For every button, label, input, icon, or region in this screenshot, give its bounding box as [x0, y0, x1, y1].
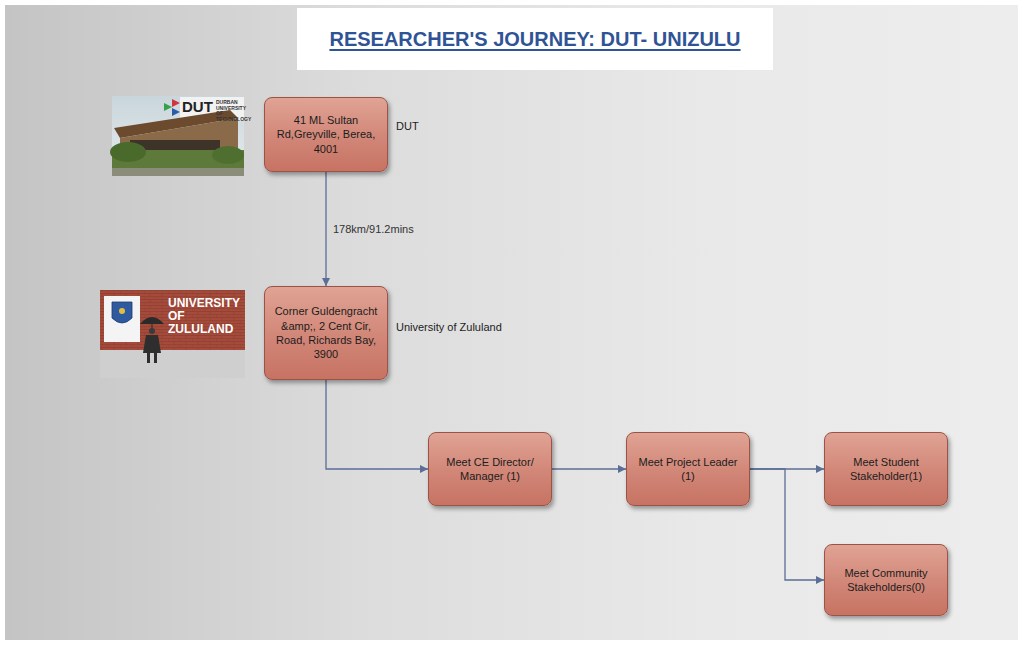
process-box: Meet Project Leader (1)	[626, 432, 750, 506]
process-box: Meet Community Stakeholders(0)	[824, 544, 948, 616]
node-text: 41 ML Sultan Rd,Greyville, Berea, 4001	[271, 113, 381, 156]
logo-text: DUT	[182, 99, 213, 116]
title-box: RESEARCHER'S JOURNEY: DUT- UNIZULU	[297, 8, 773, 70]
flow-arrow	[325, 172, 326, 286]
process-box: Meet Student Stakeholder(1)	[824, 432, 948, 506]
flow-arrow	[326, 380, 428, 469]
place-name: DUT	[396, 120, 419, 132]
node-text: Meet CE Director/ Manager (1)	[435, 455, 545, 484]
place-name: University of Zululand	[396, 321, 502, 333]
flow-arrow	[552, 468, 626, 469]
process-box: Meet CE Director/ Manager (1)	[428, 432, 552, 506]
address-box: Corner Guldengracht &amp;, 2 Cent Cir, R…	[264, 286, 388, 380]
flow-arrow	[750, 469, 824, 580]
node-text: Corner Guldengracht &amp;, 2 Cent Cir, R…	[271, 304, 381, 361]
node-text: Meet Student Stakeholder(1)	[831, 455, 941, 484]
address-box: 41 ML Sultan Rd,Greyville, Berea, 4001DU…	[264, 97, 388, 172]
distance-label: 178km/91.2mins	[333, 223, 414, 235]
dut-photo	[110, 96, 244, 176]
unizulu-photo	[100, 290, 245, 378]
logo-text: DURBAN UNIVERSITY OF TECHNOLOGY	[216, 100, 244, 122]
sign-text: UNIVERSITY OF ZULULAND	[168, 297, 244, 337]
diagram-title: RESEARCHER'S JOURNEY: DUT- UNIZULU	[329, 28, 740, 51]
node-text: Meet Community Stakeholders(0)	[831, 566, 941, 595]
node-text: Meet Project Leader (1)	[633, 455, 743, 484]
